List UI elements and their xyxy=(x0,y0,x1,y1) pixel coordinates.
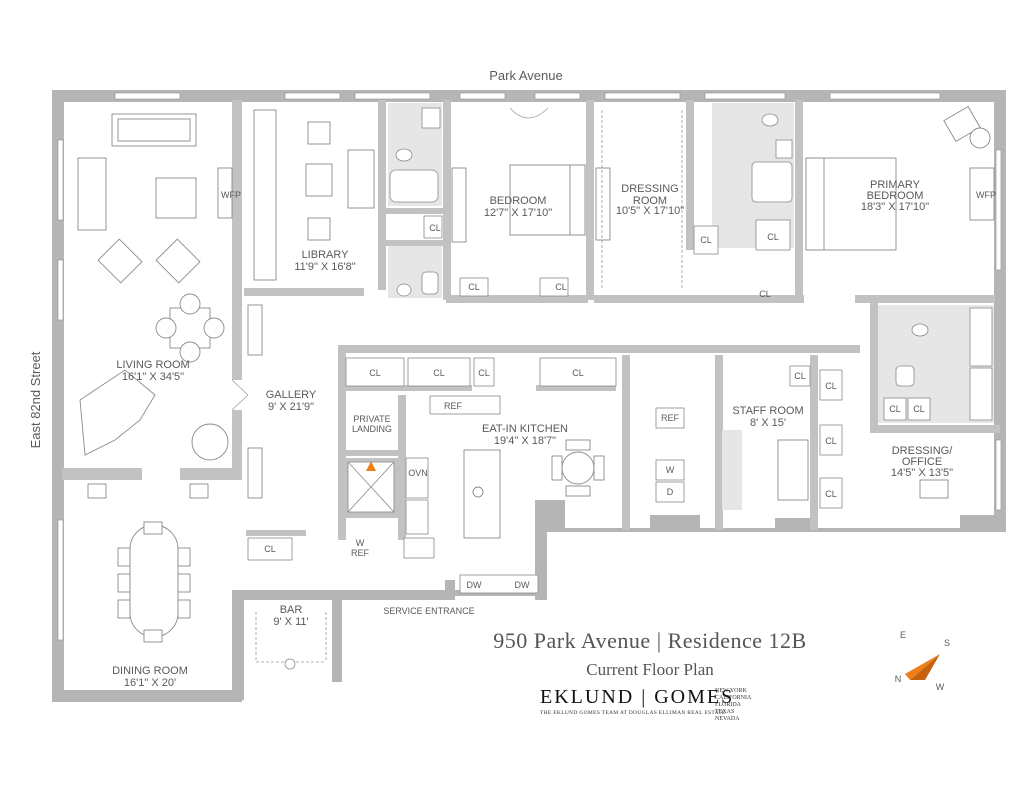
dining-room-furniture xyxy=(87,483,209,643)
closet-label-office-1: CL xyxy=(825,381,837,391)
room-name-bedroom: BEDROOM xyxy=(490,195,547,207)
w-ref-label-2: REF xyxy=(351,548,370,558)
gallery xyxy=(231,304,263,499)
plan-subtitle: Current Floor Plan xyxy=(586,660,714,679)
primary-bedroom-furniture xyxy=(805,105,995,251)
dw-label-2: DW xyxy=(515,580,530,590)
kitchen-furniture xyxy=(403,395,605,594)
w-ref-label-1: W xyxy=(356,538,365,548)
kitchen-closets xyxy=(345,357,617,387)
closet-label-bath1: CL xyxy=(429,223,441,233)
closet-label-bath2-2: CL xyxy=(913,404,925,414)
compass-e: E xyxy=(900,630,906,640)
closet-label-office-2: CL xyxy=(825,436,837,446)
bath-1 xyxy=(388,103,443,298)
room-name-gallery: GALLERY xyxy=(266,389,317,401)
brand-state: FLORIDA xyxy=(715,702,742,708)
closet-label-primary-3: CL xyxy=(759,289,771,299)
room-dims-library: 11'9" X 16'8" xyxy=(294,261,355,273)
washer-label: W xyxy=(666,465,675,475)
closet-label-bath2-1: CL xyxy=(889,404,901,414)
room-name-office-2: OFFICE xyxy=(902,456,942,468)
closet-label-k3: CL xyxy=(478,368,490,378)
compass: E S W N xyxy=(895,630,950,692)
brand-state: TEXAS xyxy=(715,709,735,715)
ref-label-staff: REF xyxy=(661,413,680,423)
compass-needle-icon xyxy=(905,654,940,680)
compass-s: S xyxy=(944,638,950,648)
room-dims-bedroom: 12'7" X 17'10" xyxy=(484,207,552,219)
room-name-bar: BAR xyxy=(280,604,303,616)
street-label-north: Park Avenue xyxy=(489,68,562,83)
brand-states: NEW YORK CALIFORNIA FLORIDA TEXAS NEVADA xyxy=(715,688,751,723)
closet-label-bedroom-1: CL xyxy=(468,282,480,292)
bar xyxy=(255,612,327,670)
room-dims-kitchen: 19'4" X 18'7" xyxy=(494,435,556,447)
room-dims-dressing: 10'5" X 17'10" xyxy=(616,205,684,217)
room-dims-bar: 9' X 11' xyxy=(273,616,308,628)
dw-label-1: DW xyxy=(467,580,482,590)
room-dims-dining: 16'1" X 20' xyxy=(124,677,176,689)
service-entrance-label: SERVICE ENTRANCE xyxy=(383,606,474,616)
dryer-label: D xyxy=(667,487,674,497)
laundry xyxy=(655,365,811,510)
room-name-dining: DINING ROOM xyxy=(112,665,188,677)
office-closets xyxy=(819,369,949,509)
brand-state: CALIFORNIA xyxy=(715,695,752,701)
closet-label-k4: CL xyxy=(572,368,584,378)
bath-2 xyxy=(878,305,994,423)
room-name-kitchen: EAT-IN KITCHEN xyxy=(482,423,568,435)
brand-tagline: THE EKLUND GOMES TEAM AT DOUGLAS ELLIMAN… xyxy=(540,710,726,716)
dressing-room-furniture xyxy=(595,110,683,290)
room-name-dressing-1: DRESSING xyxy=(621,183,678,195)
closet-label-primary-2: CL xyxy=(767,232,779,242)
brand-state: NEVADA xyxy=(715,716,740,722)
windows-top xyxy=(57,92,1002,641)
private-landing-label-2: LANDING xyxy=(352,424,392,434)
residence-title: 950 Park Avenue | Residence 12B xyxy=(493,628,807,653)
room-name-office-1: DRESSING/ xyxy=(892,445,953,457)
street-label-west: East 82nd Street xyxy=(28,351,43,448)
private-landing xyxy=(344,458,398,518)
ref-label-kitchen: REF xyxy=(444,401,463,411)
wfp-label-primary: WFP xyxy=(976,190,996,200)
bedroom-furniture xyxy=(451,107,586,297)
primary-bath xyxy=(693,103,794,255)
room-name-primary-2: BEDROOM xyxy=(867,190,924,202)
room-dims-office: 14'5" X 13'5" xyxy=(891,467,953,479)
closet-label-staff: CL xyxy=(794,371,806,381)
wfp-label-living: WFP xyxy=(221,190,241,200)
closet-label-primary-1: CL xyxy=(700,235,712,245)
room-dims-primary: 18'3" X 17'10" xyxy=(861,201,929,213)
brand-state: NEW YORK xyxy=(715,688,747,694)
library-furniture xyxy=(253,109,375,281)
room-name-dressing-2: ROOM xyxy=(633,195,667,207)
living-room-furniture xyxy=(77,113,233,461)
room-name-living: LIVING ROOM xyxy=(116,359,189,371)
room-name-primary-1: PRIMARY xyxy=(870,179,921,191)
ovn-label: OVN xyxy=(408,468,428,478)
compass-n: N xyxy=(895,674,902,684)
interior-walls xyxy=(62,100,1000,540)
elevator-indicator-icon xyxy=(366,461,376,471)
closet-label-bedroom-2: CL xyxy=(555,282,567,292)
room-name-staff: STAFF ROOM xyxy=(732,405,803,417)
brand-name: EKLUND | GOMES xyxy=(540,686,735,708)
compass-w: W xyxy=(936,682,945,692)
closet-label-k1: CL xyxy=(369,368,381,378)
room-dims-staff: 8' X 15' xyxy=(750,417,786,429)
title-block: 950 Park Avenue | Residence 12B Current … xyxy=(470,628,830,680)
brand-logo: EKLUND | GOMES THE EKLUND GOMES TEAM AT … xyxy=(540,686,770,722)
closet-label-k2: CL xyxy=(433,368,445,378)
room-dims-gallery: 9' X 21'9" xyxy=(268,401,314,413)
room-name-library: LIBRARY xyxy=(302,249,350,261)
private-landing-label-1: PRIVATE xyxy=(353,414,390,424)
closet-label-gallery: CL xyxy=(264,544,276,554)
room-dims-living: 16'1" X 34'5" xyxy=(122,371,184,383)
closet-label-office-3: CL xyxy=(825,489,837,499)
